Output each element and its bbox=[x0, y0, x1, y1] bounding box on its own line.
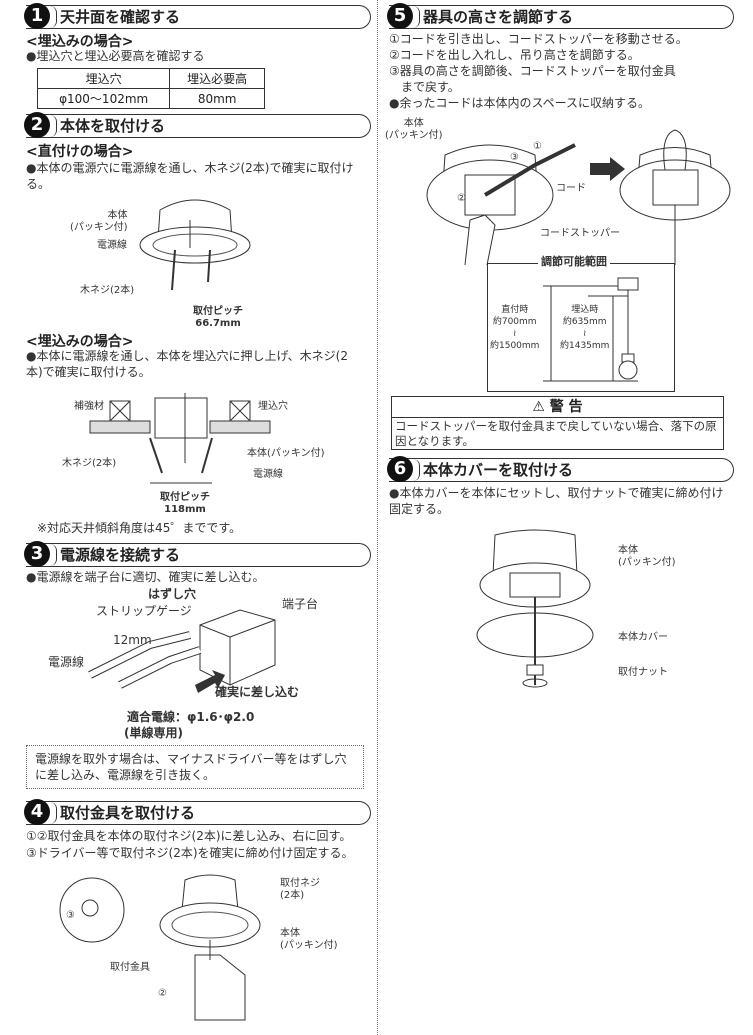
step-title: 取付金具を取付ける bbox=[60, 804, 196, 822]
subheading: <埋込みの場合> bbox=[26, 334, 134, 350]
table-cell: φ100〜102mm bbox=[36, 88, 171, 109]
warning-box: ⚠ 警 告 コードストッパーを取付金具まで戻していない場合、落下の原因となります… bbox=[391, 396, 724, 450]
instruction-line: ●余ったコードは本体内のスペースに収納する。 bbox=[389, 96, 651, 110]
bracket-illustration bbox=[59, 874, 261, 1021]
table-header: 埋込必要高 bbox=[169, 68, 265, 89]
label-body: 本体 (パッキン付) bbox=[280, 928, 338, 951]
warning-text: コードストッパーを取付金具まで戻していない場合、落下の原因となります。 bbox=[395, 419, 717, 448]
label-pitch: 取付ピッチ 66.7mm bbox=[193, 306, 243, 329]
step3-header: 3 電源線を接続する bbox=[24, 541, 371, 567]
instruction-text: ●本体に電源線を通し、本体を埋込穴に押し上げ、木ネジ(2本)で確実に取付ける。 bbox=[26, 349, 348, 379]
range-direct: 直付時 約700mm ≀ 約1500mm bbox=[490, 305, 540, 351]
warning-title: ⚠ 警 告 bbox=[392, 397, 723, 418]
range-diagram bbox=[543, 277, 639, 382]
terminal-illustration bbox=[88, 609, 276, 693]
adjust-range-box: 調節可能範囲 直付時 約700mm ≀ 約1500mm 埋込時 約635mm ≀… bbox=[487, 256, 675, 392]
step-number: 4 bbox=[24, 799, 50, 825]
range-embed: 埋込時 約635mm ≀ 約1435mm bbox=[560, 305, 610, 351]
instruction-line: ②コードを出し入れし、吊り高さを調節する。 bbox=[389, 48, 640, 62]
label-cord: コード bbox=[556, 183, 586, 194]
step-number: 3 bbox=[24, 541, 50, 567]
embed-mount-illustration bbox=[89, 393, 271, 484]
step-title: 電源線を接続する bbox=[60, 546, 181, 564]
step4-header: 4 取付金具を取付ける bbox=[24, 799, 371, 825]
step-number: 5 bbox=[387, 3, 413, 29]
step-number: 6 bbox=[387, 456, 413, 482]
instruction-line: ①コードを引き出し、コードストッパーを移動させる。 bbox=[389, 32, 688, 46]
label-hole: 埋込穴 bbox=[258, 401, 288, 412]
label-terminal: 端子台 bbox=[282, 597, 319, 611]
step-marker: ② bbox=[158, 988, 167, 999]
removal-note: 電源線を取外す場合は、マイナスドライバー等をはずし穴に差し込み、電源線を引き抜く… bbox=[26, 745, 364, 789]
label-bracket: 取付金具 bbox=[110, 962, 150, 973]
label-12mm: 12mm bbox=[113, 633, 152, 647]
label-insert: 確実に差し込む bbox=[215, 685, 300, 699]
step-marker: ③ bbox=[66, 910, 75, 921]
label-screw: 木ネジ(2本) bbox=[62, 458, 117, 469]
label-screw: 木ネジ(2本) bbox=[80, 285, 135, 296]
step-title: 器具の高さを調節する bbox=[423, 8, 574, 26]
label-body: 本体 (パッキン付) bbox=[70, 210, 128, 233]
label-release-hole: はずし穴 bbox=[148, 587, 197, 601]
column-divider bbox=[377, 0, 378, 1035]
cover-illustration bbox=[476, 529, 594, 688]
step-number: 2 bbox=[24, 112, 50, 138]
label-cover: 本体カバー bbox=[618, 632, 668, 643]
step5-instructions: ①コードを引き出し、コードストッパーを移動させる。 ②コードを出し入れし、吊り高… bbox=[389, 31, 688, 111]
label-pitch: 取付ピッチ 118mm bbox=[160, 492, 210, 515]
label-wire-type: (単線専用) bbox=[124, 726, 183, 740]
step5-header: 5 器具の高さを調節する bbox=[387, 3, 734, 29]
step-title: 天井面を確認する bbox=[60, 8, 181, 26]
label-cord-stopper: コードストッパー bbox=[540, 228, 620, 239]
step-title: 本体カバーを取付ける bbox=[423, 461, 574, 479]
step-marker: ① bbox=[533, 141, 542, 152]
step-marker: ② bbox=[457, 193, 466, 204]
instruction-line: ③ドライバー等で取付ネジ(2本)を確実に締め付け固定する。 bbox=[26, 846, 354, 860]
direct-mount-illustration bbox=[139, 199, 251, 291]
bullet-text: ●埋込穴と埋込必要高を確認する bbox=[26, 49, 205, 63]
step1-header: 1 天井面を確認する bbox=[24, 3, 371, 29]
instruction-line: ③器具の高さを調節後、コードストッパーを取付金具 bbox=[389, 64, 676, 78]
range-title: 調節可能範囲 bbox=[538, 256, 610, 268]
label-wire: 電源線 bbox=[97, 240, 127, 251]
step-marker: ③ bbox=[510, 152, 519, 163]
instruction-text: ●本体の電源穴に電源線を通し、木ネジ(2本)で確実に取付ける。 bbox=[26, 161, 354, 191]
label-reinforce: 補強材 bbox=[74, 401, 104, 412]
note-text: 電源線を取外す場合は、マイナスドライバー等をはずし穴に差し込み、電源線を引き抜く… bbox=[35, 752, 347, 782]
tilt-note: ※対応天井傾斜角度は45゜までです。 bbox=[37, 521, 242, 535]
instruction-line: まで戻す。 bbox=[389, 80, 460, 94]
label-body: 本体 (パッキン付) bbox=[385, 118, 443, 141]
instruction-text: ●電源線を端子台に適切、確実に差し込む。 bbox=[26, 570, 265, 584]
label-screw: 取付ネジ (2本) bbox=[280, 878, 320, 901]
label-strip-gauge: ストリップゲージ bbox=[96, 604, 192, 618]
label-body: 本体(パッキン付) bbox=[247, 448, 325, 459]
step-title: 本体を取付ける bbox=[60, 117, 166, 135]
table-cell: 80mm bbox=[169, 88, 265, 109]
instruction-line: ①②取付金具を本体の取付ネジ(2本)に差し込み、右に回す。 bbox=[26, 829, 352, 843]
subheading: <埋込みの場合> bbox=[26, 34, 134, 50]
label-body: 本体 (パッキン付) bbox=[618, 545, 676, 568]
label-wire: 電源線 bbox=[253, 469, 283, 480]
label-wire: 電源線 bbox=[48, 655, 85, 669]
cord-adjust-illustration bbox=[426, 129, 731, 266]
instruction-text: ●本体カバーを本体にセットし、取付ナットで確実に締め付け固定する。 bbox=[389, 486, 724, 516]
label-wire-spec: 適合電線：φ1.6･φ2.0 bbox=[127, 710, 255, 724]
step6-header: 6 本体カバーを取付ける bbox=[387, 456, 734, 482]
table-header: 埋込穴 bbox=[36, 68, 171, 89]
step2-header: 2 本体を取付ける bbox=[24, 112, 371, 138]
label-nut: 取付ナット bbox=[618, 667, 668, 678]
subheading: <直付けの場合> bbox=[26, 144, 134, 160]
step-number: 1 bbox=[24, 3, 50, 29]
